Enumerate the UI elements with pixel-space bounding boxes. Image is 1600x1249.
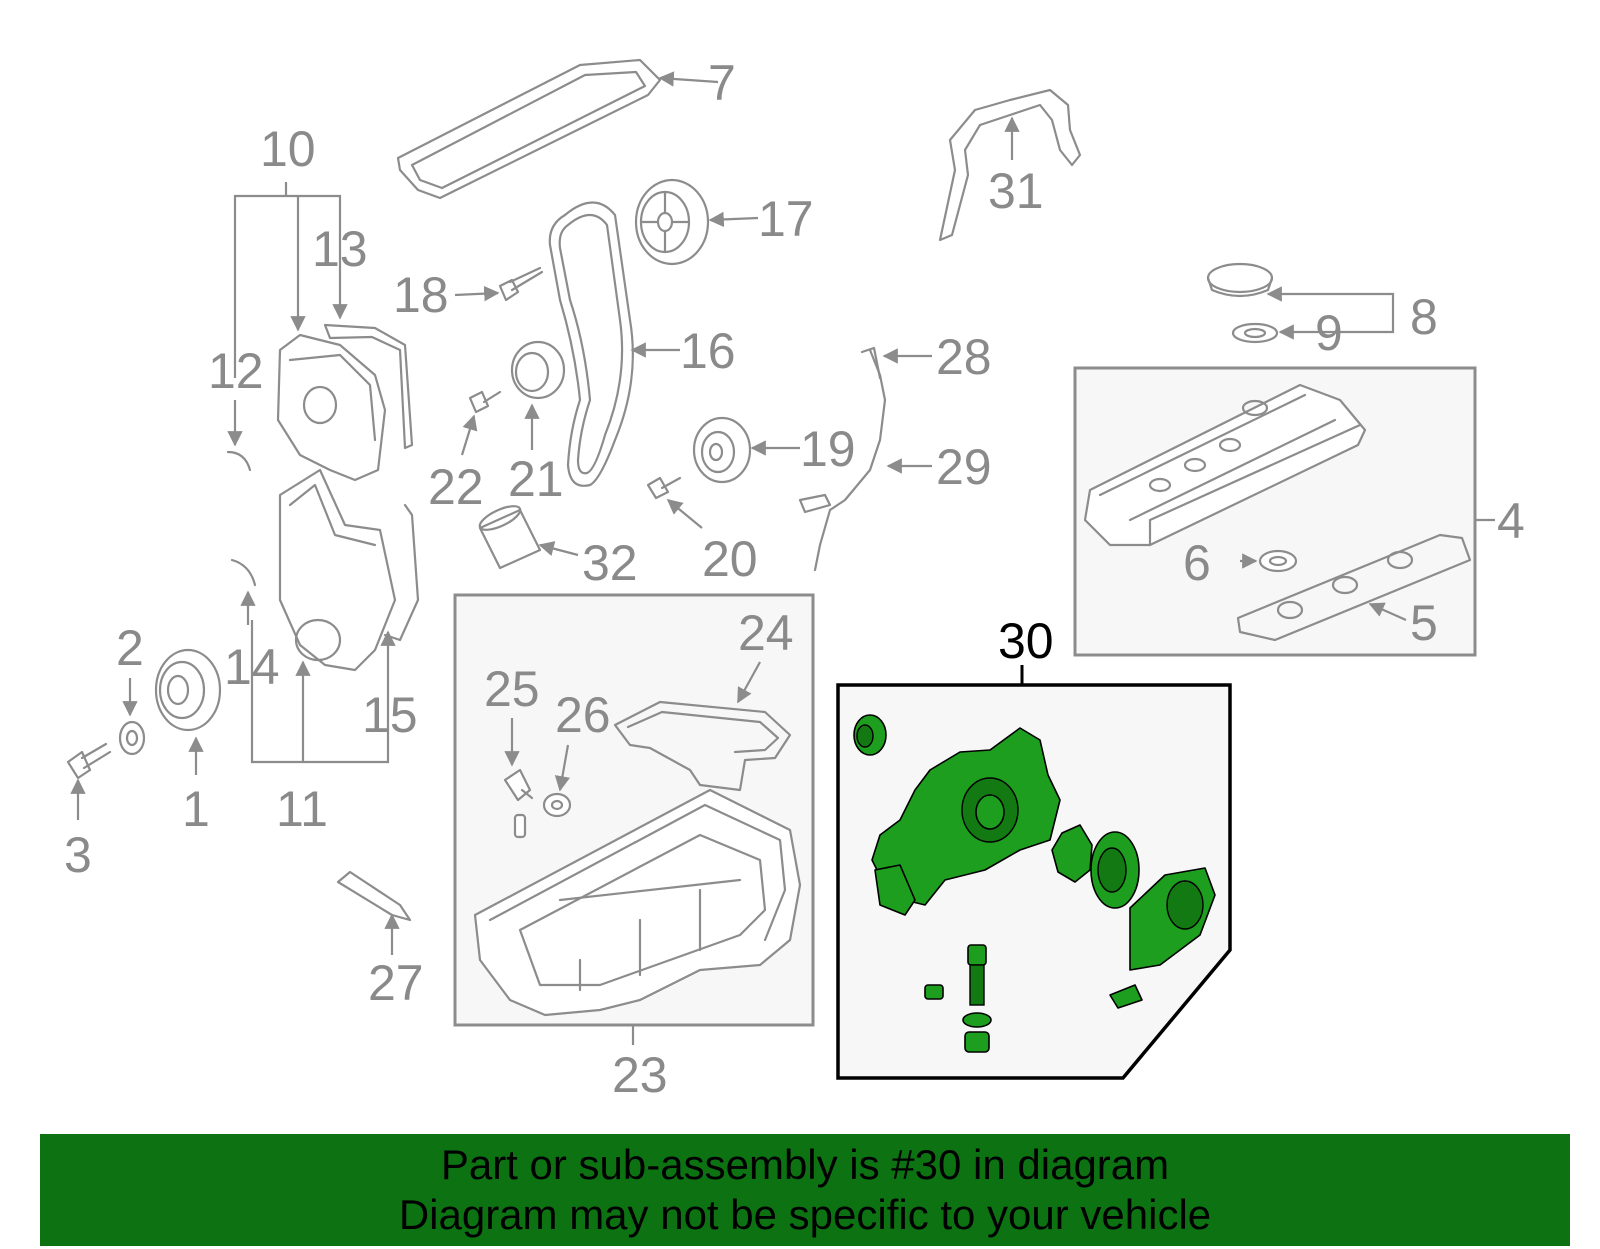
part-24-gasket (613, 700, 792, 792)
part-8-filler-cap (1206, 262, 1279, 344)
callout-19: 19 (800, 421, 856, 477)
callout-29: 29 (936, 439, 992, 495)
callout-13: 13 (312, 221, 368, 277)
callout-12: 12 (208, 343, 264, 399)
callout-23: 23 (612, 1047, 668, 1103)
part-18-bolt (498, 266, 544, 302)
part-10-upper-timing-cover (276, 323, 414, 482)
callout-32: 32 (582, 535, 638, 591)
callout-30: 30 (998, 613, 1054, 669)
callout-26: 26 (555, 687, 611, 743)
callout-31: 31 (988, 163, 1044, 219)
part-17-camshaft-gear (634, 178, 710, 266)
part-5-gasket (1236, 533, 1472, 642)
callout-6: 6 (1183, 535, 1211, 591)
part-1-crank-pulley (154, 648, 222, 732)
callout-22: 22 (428, 459, 484, 515)
callout-16: 16 (680, 323, 736, 379)
part-29-dipstick (798, 346, 887, 572)
part-14-hose (230, 558, 257, 587)
callout-4: 4 (1497, 493, 1525, 549)
callout-28: 28 (936, 329, 992, 385)
part-3-bolt (66, 742, 112, 780)
part-20-bolt (646, 476, 682, 500)
callout-24: 24 (738, 605, 794, 661)
callout-25: 25 (484, 661, 540, 717)
part-21-idler (510, 340, 566, 400)
callout-1: 1 (182, 781, 210, 837)
banner-line-1: Part or sub-assembly is #30 in diagram (440, 1141, 1170, 1188)
callout-21: 21 (508, 451, 564, 507)
part-19-tensioner (692, 416, 752, 484)
part-25-drain-plug (503, 768, 534, 839)
part-23-oil-pan (473, 788, 802, 1017)
part-22-bolt (468, 390, 502, 414)
callout-18: 18 (393, 267, 449, 323)
callout-14: 14 (224, 639, 280, 695)
part-27-stud (336, 870, 412, 922)
part-11-lower-timing-cover (278, 468, 420, 672)
info-banner: Part or sub-assembly is #30 in diagram D… (40, 1134, 1570, 1246)
callout-27: 27 (368, 955, 424, 1011)
part-31-gasket (938, 88, 1082, 242)
callout-17: 17 (758, 191, 814, 247)
callout-10: 10 (260, 121, 316, 177)
part-2-washer (118, 720, 146, 756)
callout-8: 8 (1410, 289, 1438, 345)
callout-2: 2 (116, 620, 144, 676)
part-16-timing-belt (548, 201, 634, 487)
banner-line-2: Diagram may not be specific to your vehi… (398, 1191, 1212, 1238)
callout-20: 20 (702, 531, 758, 587)
callout-5: 5 (1410, 595, 1438, 651)
part-30-oil-pump (853, 714, 1216, 1053)
callout-15: 15 (362, 687, 418, 743)
part-7-gasket (396, 58, 662, 200)
part-4-valve-cover (1083, 383, 1367, 547)
part-32-oil-filter (478, 505, 542, 570)
part-26-washer (542, 792, 572, 818)
callout-9: 9 (1315, 305, 1343, 361)
callout-3: 3 (64, 827, 92, 883)
part-12-hose (226, 450, 252, 472)
leader-lines (70, 71, 1495, 1045)
part-6-seal (1258, 549, 1298, 573)
callout-7: 7 (708, 55, 736, 111)
callout-11: 11 (276, 781, 328, 837)
